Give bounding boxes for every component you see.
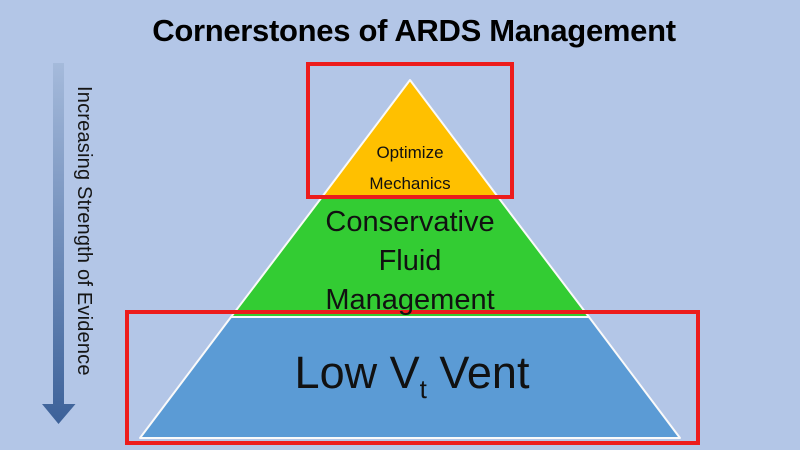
mechanics-line: Mechanics [369, 174, 451, 193]
pyramid-level-low-vt-vent [139, 316, 681, 439]
highlight-box-bottom [125, 310, 700, 445]
vent-suffix: Vent [426, 347, 530, 398]
down-arrow-icon [42, 63, 76, 424]
low-vt-vent-label: Low Vt Vent [212, 347, 612, 402]
conservative-line: Conservative [325, 206, 495, 238]
management-line: Management [325, 284, 495, 316]
fluid-line: Fluid [378, 245, 442, 277]
slide-title: Cornerstones of ARDS Management [152, 13, 676, 48]
vt-subscript: t [419, 374, 427, 404]
highlight-box-top [306, 62, 514, 199]
conservative-fluid-label: Conservative Fluid Management [285, 203, 535, 320]
optimize-line: Optimize [376, 143, 444, 162]
low-vt-prefix: Low V [294, 347, 420, 398]
evidence-axis-label: Increasing Strength of Evidence [73, 86, 95, 376]
optimize-mechanics-label: Optimize Mechanics [330, 137, 490, 199]
